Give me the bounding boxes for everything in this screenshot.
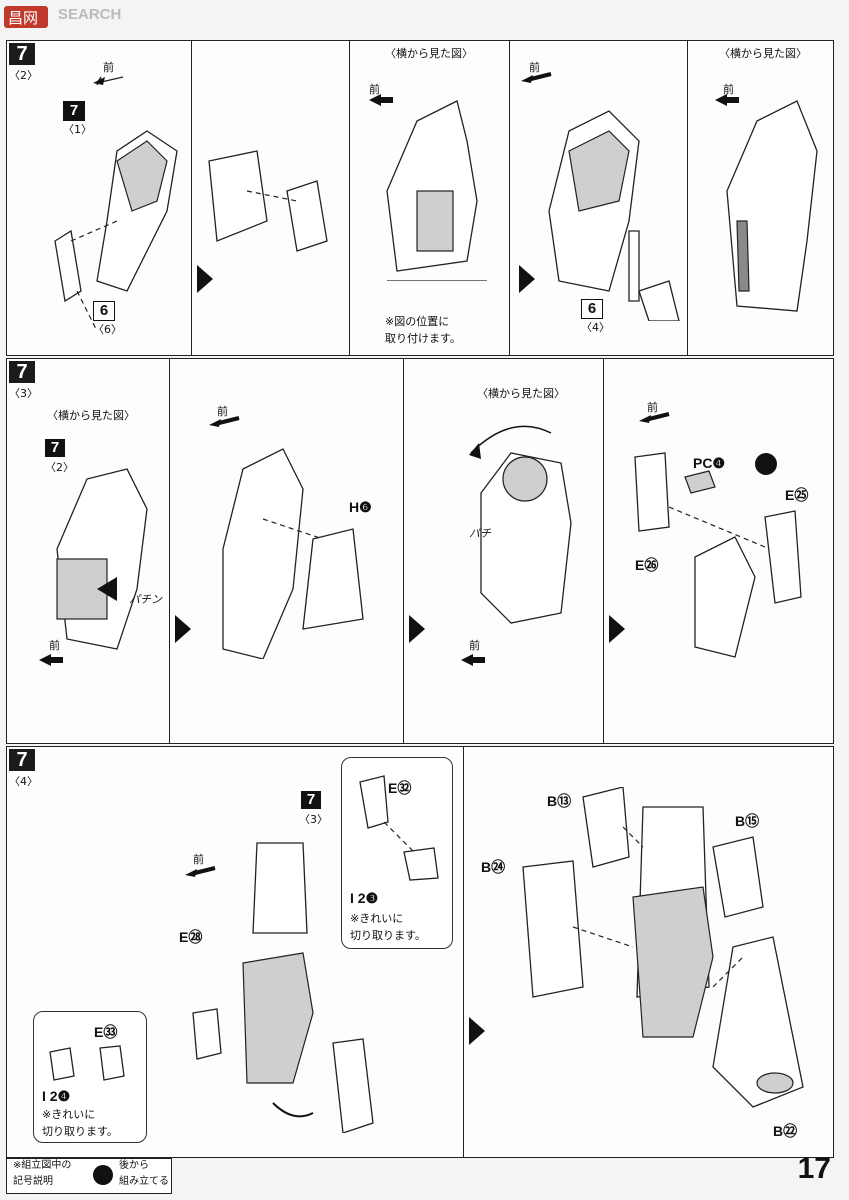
cut-clean-note: ※きれいに 切り取ります。: [42, 1108, 118, 1138]
watermark-logo: 昌网 SEARCH: [2, 2, 182, 32]
ref-sub: 〈2〉: [45, 461, 74, 474]
step-badge: 7: [9, 361, 35, 383]
step-sub: 〈4〉: [9, 775, 38, 788]
step-row-1: 7 〈2〉 前 7 〈1〉 6 〈6〉 〈横から見た図〉 前 ※図の位置に 取り…: [6, 40, 834, 356]
step-badge: 7: [9, 749, 35, 771]
leg-assembly-illustration: [54, 130, 178, 331]
watermark-logo-icon: 昌网: [4, 6, 48, 28]
front-arrow-icon: [209, 416, 240, 427]
callout-e32: E㉜ I 2❸ ※きれいに 切り取ります。: [341, 757, 453, 949]
panel-divider: [603, 359, 604, 743]
next-step-arrow-icon: [469, 1017, 485, 1045]
part-6-sub: 〈4〉: [581, 321, 610, 334]
side-view-illustration: [726, 100, 818, 312]
panel-divider: [349, 41, 350, 355]
front-label: 前: [103, 61, 114, 74]
ref-badge: 7: [45, 439, 65, 457]
side-view-label: 〈横から見た図〉: [477, 387, 565, 400]
front-arrow-icon: [521, 72, 552, 83]
part-e33: E㉝: [94, 1024, 118, 1040]
ref-badge: 7: [63, 101, 85, 121]
part-b13: B⑬: [547, 793, 572, 809]
page-number: 17: [797, 1152, 831, 1185]
legend-caption: ※組立図中の 記号説明: [13, 1160, 72, 1187]
ref-sub: 〈3〉: [299, 813, 328, 826]
front-arrow-icon: [185, 866, 216, 877]
panel-divider: [687, 41, 688, 355]
part-6-sub: 〈6〉: [93, 323, 122, 336]
part-6-badge: 6: [581, 299, 603, 319]
front-arrow-icon: [369, 94, 393, 106]
watermark-text: SEARCH: [58, 6, 122, 23]
click-sound-label: パチ: [469, 527, 491, 540]
attach-note: ※図の位置に 取り付けます。: [385, 315, 461, 345]
panel-divider: [191, 41, 192, 355]
part-i24: I 2❹: [42, 1088, 71, 1104]
callout-e33: E㉝ I 2❹ ※きれいに 切り取ります。: [33, 1011, 147, 1143]
step-badge: 7: [9, 43, 35, 65]
next-step-arrow-icon: [409, 615, 425, 643]
part-b24: B㉔: [481, 859, 506, 875]
leg-with-piston-illustration: [548, 110, 680, 321]
front-arrow-icon: [715, 94, 739, 106]
click-sound-label: パチン: [129, 593, 162, 606]
next-step-arrow-icon: [609, 615, 625, 643]
side-view-label: 〈横から見た図〉: [719, 47, 807, 60]
part-e25: E㉕: [785, 487, 809, 503]
front-arrow-icon: [639, 412, 670, 423]
assemble-later-icon: [93, 1165, 113, 1185]
front-arrow-icon: [39, 654, 63, 666]
panel-divider: [169, 359, 170, 743]
e33-part-illustration: [49, 1045, 125, 1081]
frame-illustration: [208, 150, 328, 252]
front-label: 前: [217, 405, 228, 418]
leg-armor-illustration: [222, 448, 364, 659]
assemble-later-icon: [755, 453, 777, 475]
knee-armor-illustration: [634, 452, 802, 658]
front-label: 前: [529, 61, 540, 74]
part-b22: B㉒: [773, 1123, 798, 1139]
front-label: 前: [49, 639, 60, 652]
legend-text: 後から 組み立てる: [119, 1160, 169, 1187]
side-view-label: 〈横から見た図〉: [385, 47, 473, 60]
next-step-arrow-icon: [519, 265, 535, 293]
symbol-legend: ※組立図中の 記号説明 後から 組み立てる: [6, 1158, 172, 1194]
cut-clean-note: ※きれいに 切り取ります。: [350, 912, 426, 942]
part-e28: E㉘: [179, 929, 203, 945]
part-b15: B⑮: [735, 813, 760, 829]
part-i23: I 2❸: [350, 890, 379, 906]
front-label: 前: [469, 639, 480, 652]
side-view-label: 〈横から見た図〉: [47, 409, 135, 422]
ref-sub: 〈1〉: [63, 123, 92, 136]
part-e32: E㉜: [388, 780, 412, 796]
front-arrow-icon: [461, 654, 485, 666]
front-label: 前: [723, 83, 734, 96]
step-sub: 〈2〉: [9, 69, 38, 82]
svg-text:昌网: 昌网: [8, 9, 38, 27]
part-e26: E㉖: [635, 557, 659, 573]
step-row-3: 7 〈4〉 E㉜ I 2❸ ※きれいに 切り取ります。 7 〈3〉 前 E㉘ E…: [6, 746, 834, 1158]
ref-badge: 7: [301, 791, 321, 809]
next-step-arrow-icon: [197, 265, 213, 293]
side-view-illustration: [386, 100, 487, 281]
panel-divider: [463, 747, 464, 1157]
step-row-2: 7 〈3〉 〈横から見た図〉 7 〈2〉 パチン 前 前 H❻ 〈横から見た図〉…: [6, 358, 834, 744]
lower-leg-illustration: [192, 842, 374, 1133]
front-label: 前: [647, 401, 658, 414]
step-sub: 〈3〉: [9, 387, 38, 400]
front-arrow-icon: [93, 76, 124, 86]
lower-leg-armor-illustration: [522, 787, 804, 1108]
front-label: 前: [369, 83, 380, 96]
panel-divider: [509, 41, 510, 355]
e32-part-illustration: [359, 775, 439, 881]
side-view-illustration: [56, 468, 148, 650]
part-h6: H❻: [349, 499, 372, 515]
panel-divider: [403, 359, 404, 743]
front-label: 前: [193, 853, 204, 866]
next-step-arrow-icon: [175, 615, 191, 643]
rotating-knee-illustration: [469, 425, 572, 624]
part-pc4: PC❹: [693, 455, 725, 471]
part-6-badge: 6: [93, 301, 115, 321]
